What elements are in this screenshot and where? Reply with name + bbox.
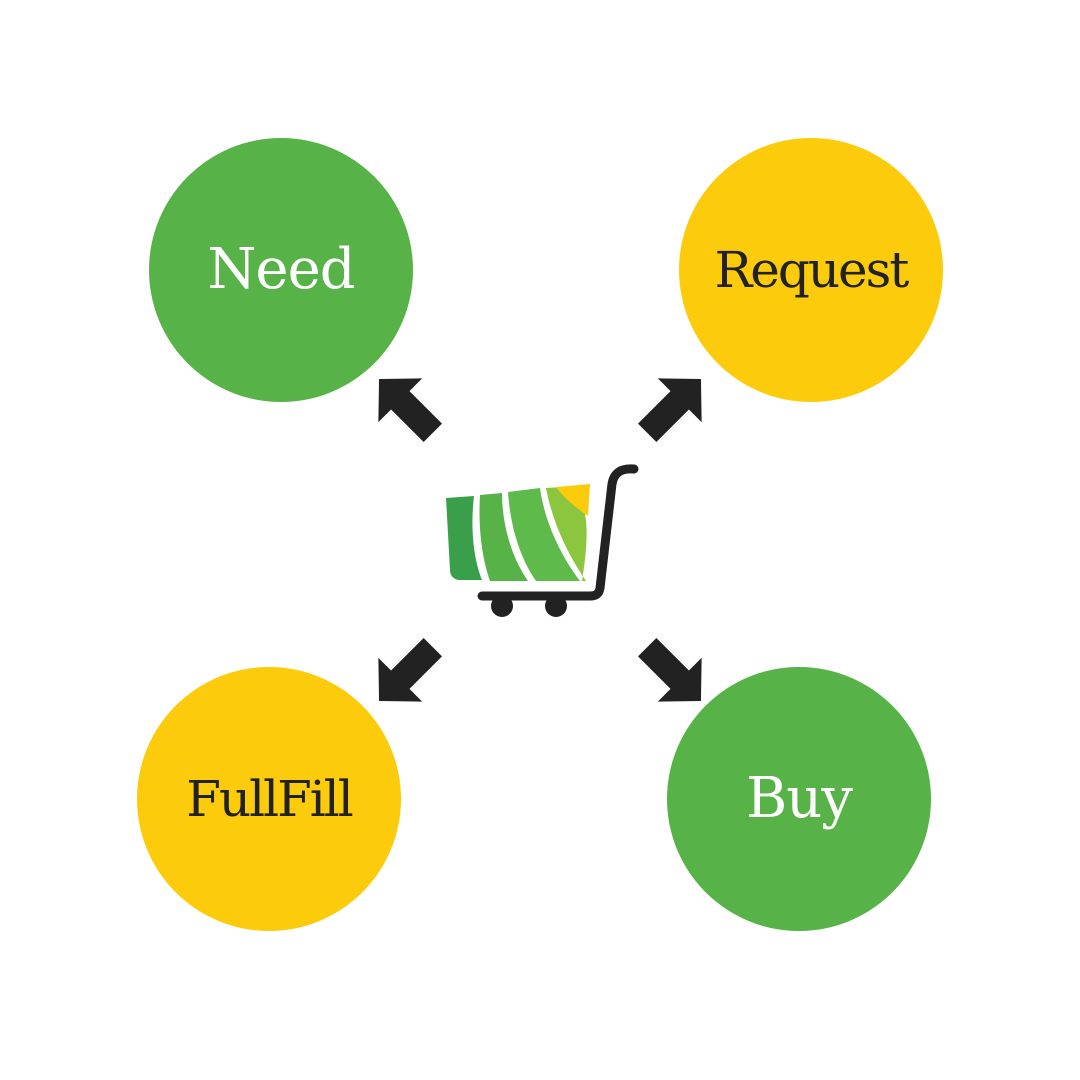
cart-frame xyxy=(477,464,639,601)
arrow-to-request xyxy=(638,378,702,442)
cart-panel-2 xyxy=(479,493,528,581)
arrow-to-need xyxy=(378,378,442,442)
cart-wheel-right xyxy=(545,595,567,617)
cart-wheel-left xyxy=(491,595,513,617)
cart-panel-5 xyxy=(556,484,590,516)
request-node: Request xyxy=(679,138,943,402)
shopping-cart-icon xyxy=(446,464,639,617)
cart-panel-4 xyxy=(546,486,587,581)
buy-label: Buy xyxy=(746,766,853,831)
need-label: Need xyxy=(207,237,355,302)
cart-panel-1 xyxy=(446,496,482,580)
request-label: Request xyxy=(714,241,910,299)
buy-node: Buy xyxy=(667,667,931,931)
fulfill-node: FullFill xyxy=(137,667,401,931)
cart-panel-3 xyxy=(508,488,580,581)
fulfill-label: FullFill xyxy=(186,770,354,828)
need-node: Need xyxy=(149,138,413,402)
arrow-to-fulfill xyxy=(378,638,442,702)
